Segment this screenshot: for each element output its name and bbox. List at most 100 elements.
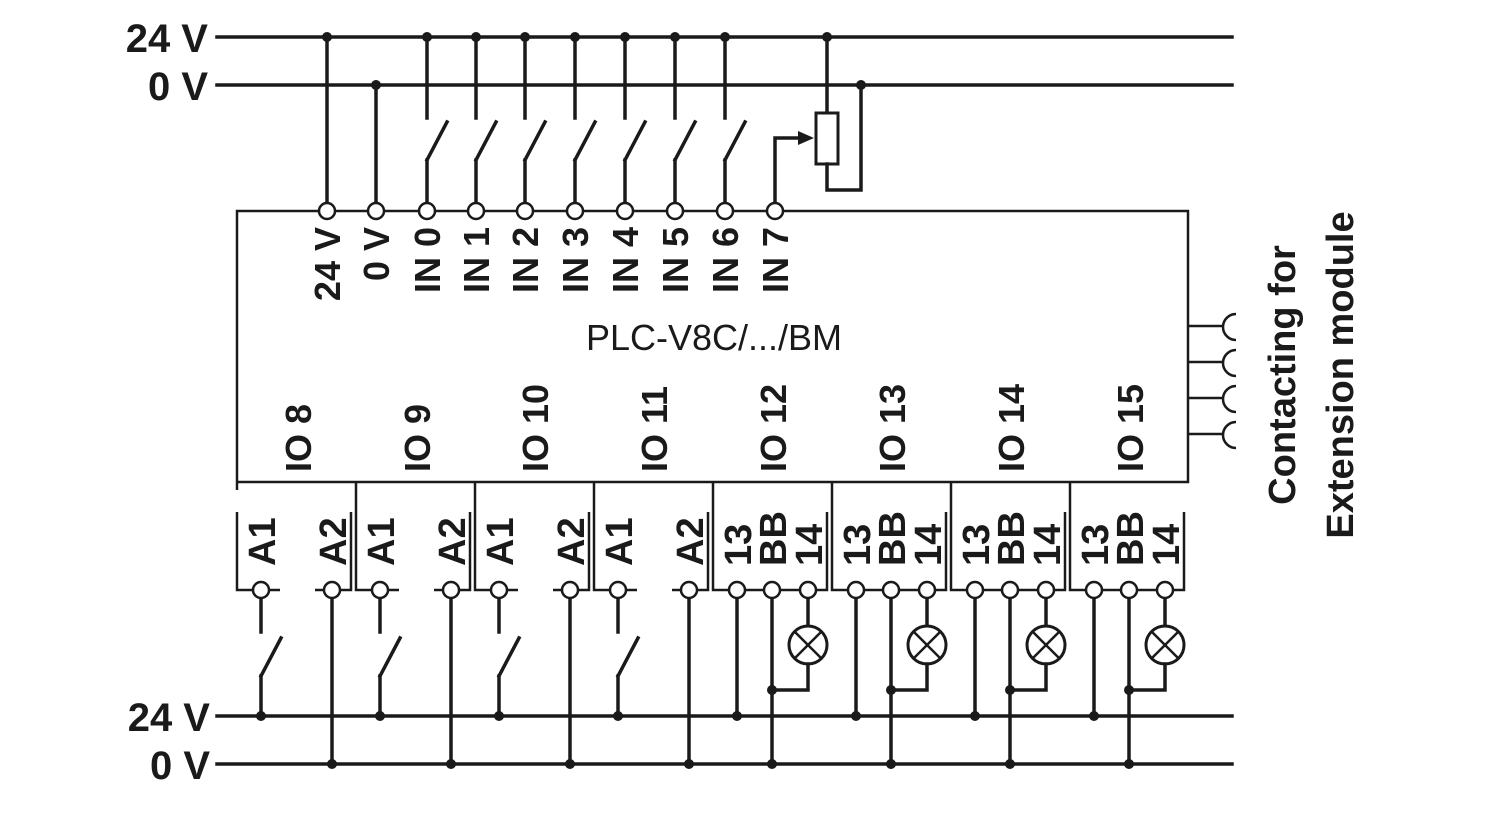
module-outline xyxy=(235,209,1190,490)
relay-group-io11: A1 A2 xyxy=(592,512,712,769)
io-label-15: IO 15 xyxy=(1110,384,1151,472)
top-rails: 24 V 0 V xyxy=(126,17,1234,109)
label-13: 13 xyxy=(1075,524,1117,566)
label-a2: A2 xyxy=(313,517,355,566)
lamp-group-io14: 13 BB 14 xyxy=(949,511,1069,769)
label-bb: BB xyxy=(753,511,795,566)
label-13: 13 xyxy=(956,524,998,566)
terminal-a1 xyxy=(608,580,628,600)
terminal-bb xyxy=(881,580,901,600)
input-switch-in2 xyxy=(520,32,548,207)
module-box: PLC-V8C/.../BM xyxy=(235,209,1190,490)
label-14: 14 xyxy=(908,524,950,566)
label-a2: A2 xyxy=(432,517,474,566)
rail-label-top-24v: 24 V xyxy=(126,17,209,61)
top-label-in0: IN 0 xyxy=(407,227,448,293)
terminal-in6 xyxy=(715,201,735,221)
label-13: 13 xyxy=(837,524,879,566)
extension-contacts: Contacting for Extension module xyxy=(1188,211,1362,539)
io-label-11: IO 11 xyxy=(634,386,675,472)
label-a1: A1 xyxy=(480,517,522,566)
io-group-labels: IO 8 IO 9 IO 10 IO 11 IO 12 IO 13 IO 14 … xyxy=(278,384,1151,472)
top-label-in6: IN 6 xyxy=(705,227,746,293)
junction xyxy=(322,32,332,42)
rail-label-bottom-0v: 0 V xyxy=(150,744,210,788)
label-a2: A2 xyxy=(551,517,593,566)
io-label-13: IO 13 xyxy=(872,384,913,472)
input-switch-in0 xyxy=(422,32,450,207)
relay-group-io9: A1 A2 xyxy=(354,512,474,769)
terminal-13 xyxy=(727,580,747,600)
top-label-in5: IN 5 xyxy=(655,227,696,293)
io-label-8: IO 8 xyxy=(278,404,319,472)
label-14: 14 xyxy=(1027,524,1069,566)
lamp-group-io12: 13 BB 14 xyxy=(711,511,831,769)
terminal-a1 xyxy=(251,580,271,600)
top-label-in4: IN 4 xyxy=(605,227,646,293)
lamp-group-io13: 13 BB 14 xyxy=(830,511,950,769)
terminal-14 xyxy=(1155,580,1175,600)
a2-bracket xyxy=(340,512,353,592)
terminal-bb xyxy=(1000,580,1020,600)
terminal-in7 xyxy=(765,201,785,221)
label-bb: BB xyxy=(991,511,1033,566)
label-14: 14 xyxy=(789,524,831,566)
label-a1: A1 xyxy=(361,517,403,566)
terminal-in5 xyxy=(665,201,685,221)
terminal-in3 xyxy=(565,201,585,221)
terminal-0v xyxy=(366,201,386,221)
input-switch-in5 xyxy=(670,32,698,207)
input-switch-in3 xyxy=(570,32,598,207)
io-label-12: IO 12 xyxy=(753,384,794,472)
label-a1: A1 xyxy=(242,517,284,566)
input-switch-in1 xyxy=(471,32,499,207)
terminal-24v xyxy=(317,201,337,221)
input-switch-in4 xyxy=(620,32,648,207)
top-label-in1: IN 1 xyxy=(456,227,497,293)
label-13: 13 xyxy=(718,524,760,566)
terminal-in2 xyxy=(515,201,535,221)
a1-bracket xyxy=(235,512,252,592)
top-label-in3: IN 3 xyxy=(555,227,596,293)
terminal-bb xyxy=(1119,580,1139,600)
junction xyxy=(371,80,381,90)
top-label-0v: 0 V xyxy=(356,227,397,281)
top-label-in2: IN 2 xyxy=(505,227,546,293)
terminal-13 xyxy=(1084,580,1104,600)
terminal-a2 xyxy=(679,580,699,600)
label-bb: BB xyxy=(1110,511,1152,566)
extension-label-line2: Extension module xyxy=(1320,211,1362,538)
terminal-bb xyxy=(762,580,782,600)
label-a2: A2 xyxy=(670,517,712,566)
terminal-a2 xyxy=(441,580,461,600)
terminal-a1 xyxy=(370,580,390,600)
top-terminals xyxy=(317,201,785,221)
top-label-in7: IN 7 xyxy=(755,227,796,293)
io-label-14: IO 14 xyxy=(991,384,1032,472)
terminal-13 xyxy=(846,580,866,600)
terminal-14 xyxy=(917,580,937,600)
relay-group-io10: A1 A2 xyxy=(473,512,593,769)
terminal-13 xyxy=(965,580,985,600)
terminal-14 xyxy=(1036,580,1056,600)
terminal-in1 xyxy=(466,201,486,221)
input-wiring xyxy=(322,32,866,207)
rail-label-top-0v: 0 V xyxy=(148,65,208,109)
group-separators xyxy=(354,482,1072,512)
label-bb: BB xyxy=(872,511,914,566)
label-a1: A1 xyxy=(599,517,641,566)
lamp-group-io15: 13 BB 14 xyxy=(1068,511,1188,769)
terminal-in0 xyxy=(417,201,437,221)
input-switch-in6 xyxy=(720,32,748,207)
terminal-14 xyxy=(798,580,818,600)
module-name: PLC-V8C/.../BM xyxy=(586,317,842,358)
relay-group-io8: A1 A2 xyxy=(235,512,355,769)
terminal-a2 xyxy=(322,580,342,600)
label-14: 14 xyxy=(1146,524,1188,566)
rail-label-bottom-24v: 24 V xyxy=(128,696,211,740)
top-terminal-labels: 24 V 0 V IN 0 IN 1 IN 2 IN 3 IN 4 IN 5 I… xyxy=(307,227,796,301)
terminal-a2 xyxy=(560,580,580,600)
bottom-rails: 24 V 0 V xyxy=(128,696,1234,788)
io-label-9: IO 9 xyxy=(397,404,438,472)
